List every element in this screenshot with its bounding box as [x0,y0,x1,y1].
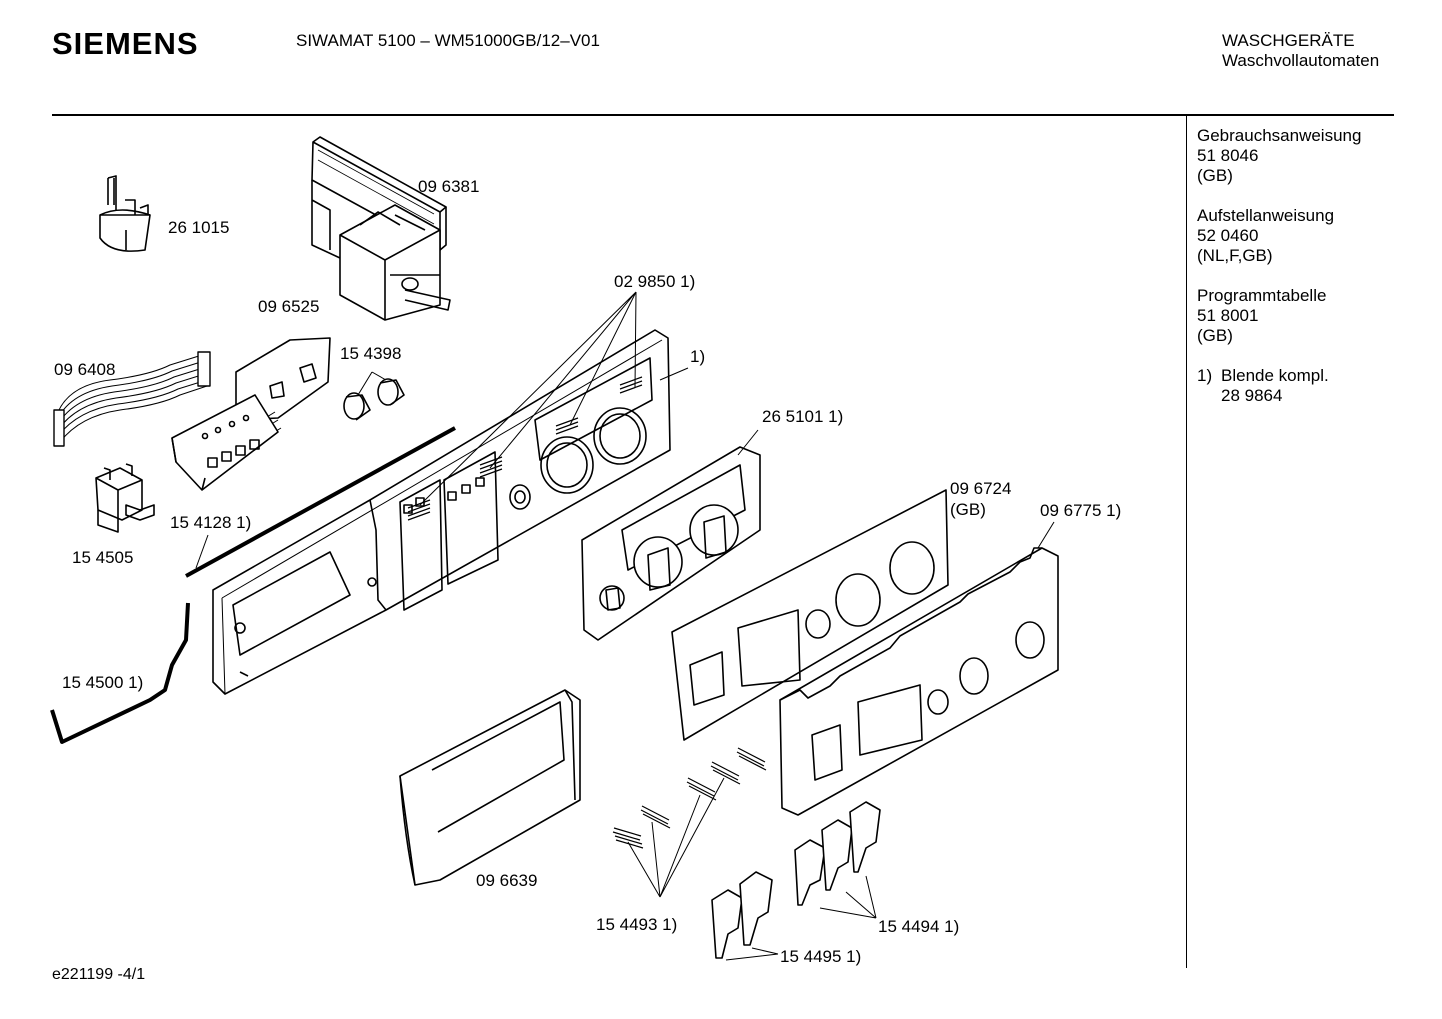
doc-lang: (NL,F,GB) [1197,246,1273,265]
doc-title: Programmtabelle [1197,286,1327,305]
label-029850: 02 9850 1) [614,272,695,291]
doc-lang: (GB) [1197,166,1233,185]
label-096775: 09 6775 1) [1040,501,1121,520]
part-fascia-panel [212,329,671,695]
part-ribbon-cable-096408 [53,351,211,447]
category: WASCHGERÄTE Waschvollautomaten [1222,31,1379,71]
label-154398: 15 4398 [340,344,401,363]
footnote: 1) Blende kompl. 28 9864 [1197,366,1417,406]
label-096525: 09 6525 [258,297,319,316]
label-096408: 09 6408 [54,360,115,379]
doc-entry: Aufstellanweisung 52 0460 (NL,F,GB) [1197,206,1417,266]
doc-title: Gebrauchsanweisung [1197,126,1362,145]
part-knobs-154398 [343,378,405,421]
label-096724: 09 6724 [950,479,1011,498]
leader-lines [195,291,1055,961]
part-programme-switch-096381 [311,136,451,321]
header-divider [52,114,1394,116]
part-foil-096724 [671,489,949,741]
category-line2: Waschvollautomaten [1222,51,1380,70]
label-154494: 15 4494 1) [878,917,959,936]
footnote-text: Blende kompl. [1221,366,1329,385]
part-rear-panel-096775 [779,547,1059,816]
part-knob-panel-265101 [581,446,761,641]
part-springs-154493 [612,747,767,849]
category-line1: WASCHGERÄTE [1222,31,1355,50]
part-labels: 26 1015 09 6381 09 6525 09 6408 15 4398 … [54,177,1121,966]
doc-number: 51 8046 [1197,146,1259,165]
label-154128: 15 4128 1) [170,513,251,532]
part-relay-261015 [99,175,151,252]
documentation-sidebar: Gebrauchsanweisung 51 8046 (GB) Aufstell… [1197,126,1417,426]
label-265101: 26 5101 1) [762,407,843,426]
exploded-parts-diagram: 26 1015 09 6381 09 6525 09 6408 15 4398 … [50,136,1121,966]
label-154500: 15 4500 1) [62,673,143,692]
doc-number: 51 8001 [1197,306,1259,325]
footnote-marker: 1) [1197,366,1213,385]
part-rod-154128 [185,426,456,578]
doc-entry: Gebrauchsanweisung 51 8046 (GB) [1197,126,1417,186]
label-096639: 09 6639 [476,871,537,890]
part-buttons-154494 [794,801,881,906]
doc-title: Aufstellanweisung [1197,206,1335,225]
part-springs-029850 [407,376,643,521]
doc-number: 52 0460 [1197,226,1259,245]
label-261015: 26 1015 [168,218,229,237]
part-drawer-handle-096639 [399,689,581,886]
sidebar-divider [1186,116,1187,968]
label-096381: 09 6381 [418,177,479,196]
part-wire-154500 [50,602,190,744]
brand-logo: SIEMENS [52,26,199,61]
part-button-pcb [171,394,279,491]
label-154505: 15 4505 [72,548,133,567]
doc-entry: Programmtabelle 51 8001 (GB) [1197,286,1417,346]
part-buttons-154495 [711,871,773,959]
drawing-code: e221199 -4/1 [52,966,146,983]
label-footnote-ref: 1) [690,347,705,366]
model-title: SIWAMAT 5100 – WM51000GB/12–V01 [296,31,600,50]
label-154493: 15 4493 1) [596,915,677,934]
doc-lang: (GB) [1197,326,1233,345]
part-switch-154505 [95,463,155,533]
footnote-number: 28 9864 [1221,386,1283,405]
label-154495: 15 4495 1) [780,947,861,966]
label-096724-gb: (GB) [950,500,986,519]
